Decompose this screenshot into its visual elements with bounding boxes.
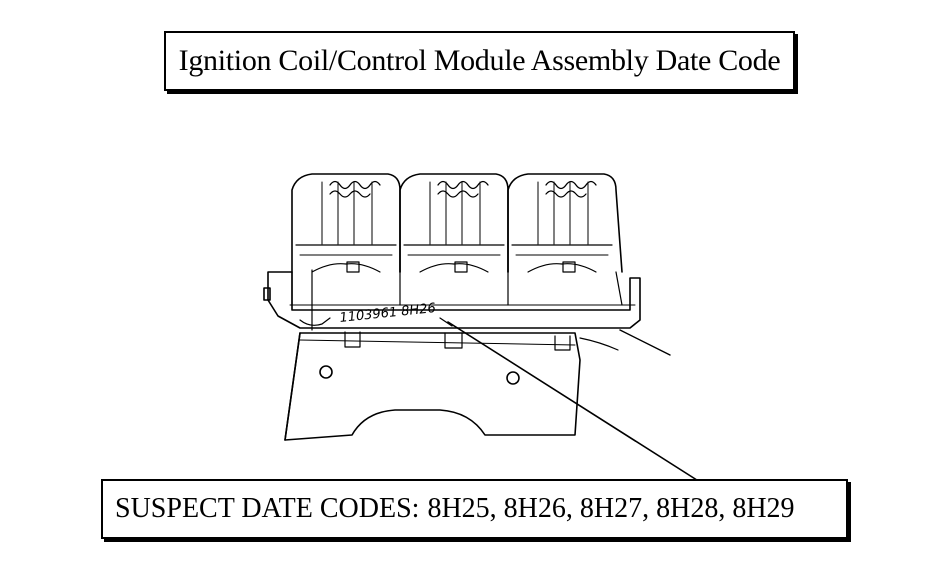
bracket-hole-left — [319, 365, 333, 379]
date-code-leader-line — [447, 321, 701, 483]
coil-pack-1 — [291, 173, 401, 331]
bracket-hole-right — [506, 371, 520, 385]
suspect-codes-label: SUSPECT DATE CODES: — [115, 493, 420, 524]
coil-pack-3 — [507, 173, 623, 306]
coil-pack-2 — [399, 173, 509, 306]
suspect-date-codes-box: SUSPECT DATE CODES: 8H25, 8H26, 8H27, 8H… — [101, 479, 848, 539]
secondary-leader-line — [619, 329, 671, 356]
mounting-bracket — [284, 332, 581, 441]
terminal-stud-1 — [346, 261, 360, 273]
diagram-title-box: Ignition Coil/Control Module Assembly Da… — [164, 31, 795, 91]
diagram-title: Ignition Coil/Control Module Assembly Da… — [178, 44, 781, 77]
suspect-codes-list: 8H25, 8H26, 8H27, 8H28, 8H29 — [427, 493, 795, 524]
terminal-stud-3 — [562, 261, 576, 273]
control-module-base — [263, 271, 641, 351]
terminal-stud-2 — [454, 261, 468, 273]
